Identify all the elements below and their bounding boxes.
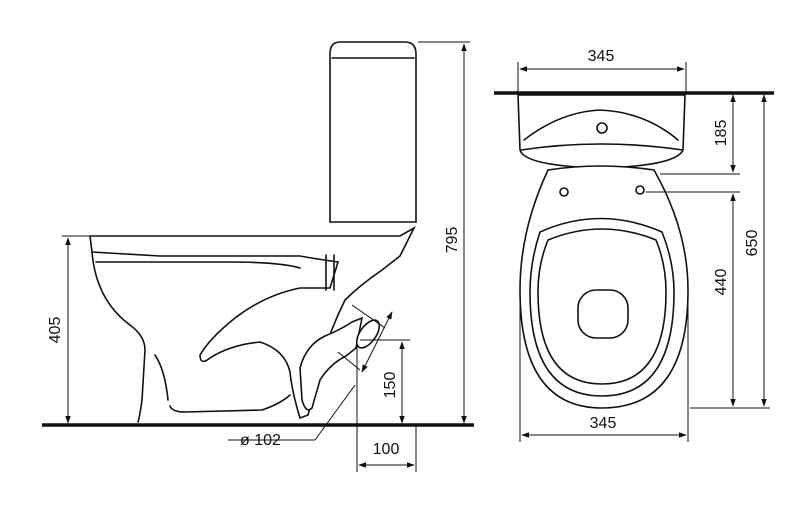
- flush-button-icon: [596, 122, 608, 134]
- side-view: 795 405 150 100 ø 102: [42, 41, 474, 472]
- dim-650-label: 650: [744, 230, 761, 257]
- dim-405-label: 405: [47, 317, 64, 344]
- hinge-hole-right: [635, 185, 645, 195]
- cistern-top: [517, 94, 686, 169]
- dim-100: 100: [356, 340, 417, 472]
- dim-405: 405: [47, 235, 90, 424]
- dim-102: ø 102: [228, 304, 393, 449]
- cistern-side: [329, 41, 417, 223]
- bowl-top: [519, 165, 689, 409]
- dim-795: 795: [418, 41, 470, 424]
- dim-185: 185: [660, 94, 740, 175]
- dim-440-label: 440: [713, 269, 730, 296]
- top-view: 345 185 440 650 345: [494, 48, 774, 442]
- dim-100-label: 100: [373, 441, 400, 458]
- dim-440: 440: [646, 191, 770, 409]
- dim-345-bottom-label: 345: [590, 415, 617, 432]
- dim-345-top: 345: [517, 48, 687, 93]
- dim-650: 650: [744, 94, 767, 407]
- dim-102-label: ø 102: [240, 432, 281, 449]
- dim-345-bottom: 345: [519, 300, 689, 442]
- dim-795-label: 795: [444, 227, 461, 254]
- dim-150: 150: [360, 339, 410, 424]
- bowl-side: [89, 225, 416, 423]
- hinge-hole-left: [559, 187, 569, 197]
- drain-opening: [577, 289, 629, 339]
- dim-345-top-label: 345: [588, 48, 615, 65]
- dim-185-label: 185: [713, 120, 730, 147]
- dim-150-label: 150: [382, 372, 399, 399]
